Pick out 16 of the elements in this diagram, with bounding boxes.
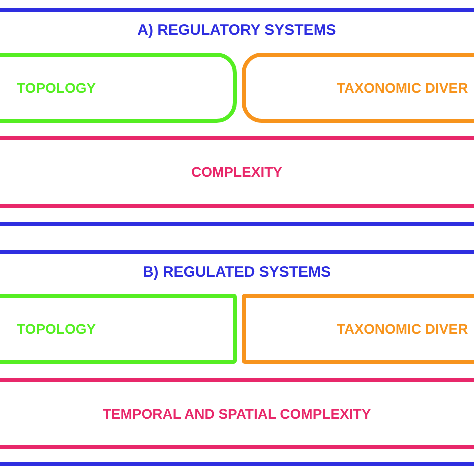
band-label: TEMPORAL AND SPATIAL COMPLEXITY [102,406,372,422]
band-label: COMPLEXITY [192,164,282,180]
box-label: TAXONOMIC DIVER [337,80,468,96]
topology-box [0,294,237,364]
box-label: TAXONOMIC DIVER [337,321,468,337]
complexity-band [0,378,474,449]
topology-box [0,53,237,123]
panel-title: A) REGULATORY SYSTEMS [138,22,336,39]
diversity-box [242,294,474,364]
panel-title: B) REGULATED SYSTEMS [142,264,332,281]
diversity-box [242,53,474,123]
system-panel [0,250,474,466]
box-label: TOPOLOGY [17,80,96,96]
complexity-band [0,136,474,208]
box-label: TOPOLOGY [17,321,96,337]
system-panel [0,8,474,226]
